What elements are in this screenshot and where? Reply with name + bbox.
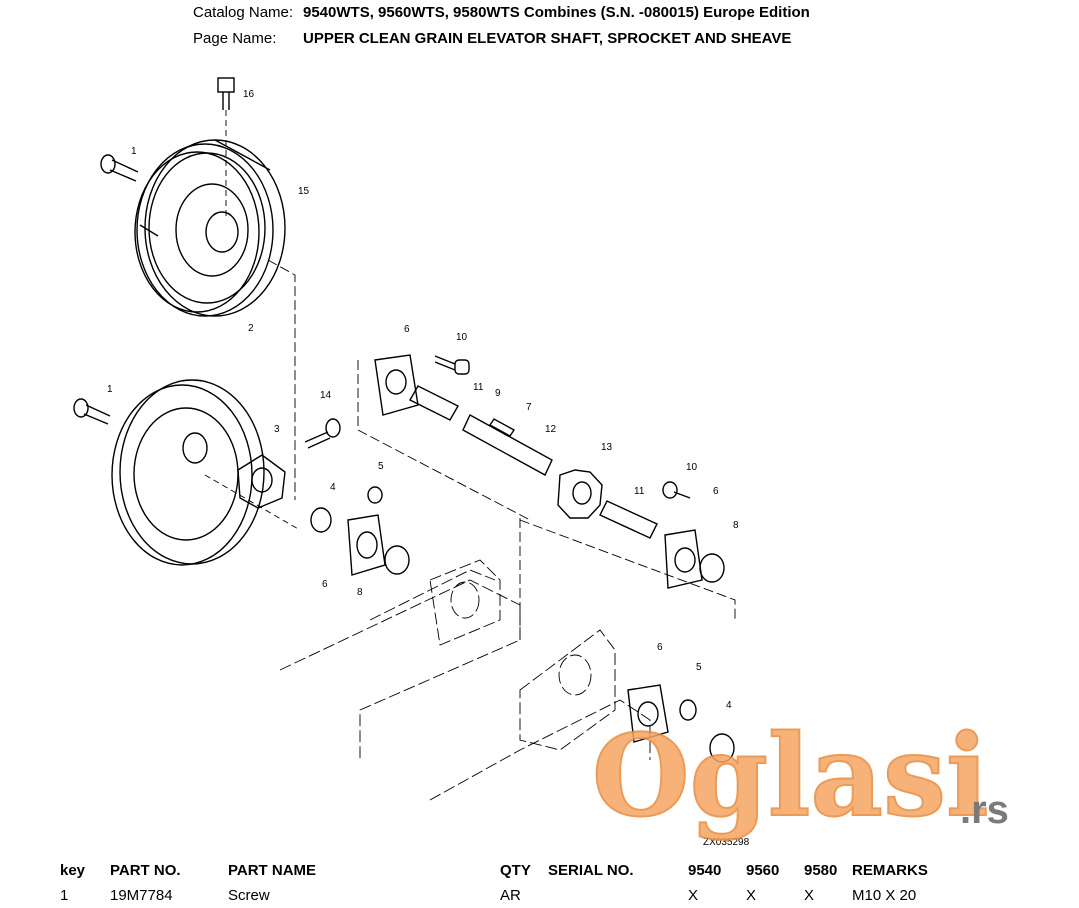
cell-serial-no (548, 883, 688, 907)
callout-8-right: 8 (733, 520, 739, 531)
figure-id: ZX035298 (703, 837, 750, 848)
watermark-suffix: .rs (960, 788, 1009, 832)
bolt-14-drawing (304, 418, 341, 449)
cell-remarks: M10 X 20 (852, 886, 917, 904)
catalog-name-label: Catalog Name: (193, 4, 294, 21)
col-part-name: PART NAME (228, 861, 317, 879)
page-name-label: Page Name: (193, 30, 277, 47)
callout-11-right: 11 (634, 486, 645, 497)
exploded-parts-diagram: 16 1 15 2 1 3 14 6 10 11 9 7 12 13 5 4 6… (73, 77, 1009, 848)
page-name-line: Page Name: UPPER CLEAN GRAIN ELEVATOR SHA… (193, 30, 791, 47)
callout-12: 12 (545, 424, 557, 435)
callout-13: 13 (601, 442, 613, 453)
col-9560: 9560 (746, 861, 780, 879)
catalog-name-value: 9540WTS, 9560WTS, 9580WTS Combines (S.N.… (303, 4, 810, 21)
col-part-no: PART NO. (110, 861, 181, 879)
right-bearing-assembly-drawing (519, 481, 736, 640)
col-serial-no: SERIAL NO. (548, 861, 634, 879)
callout-10-upper: 10 (456, 332, 468, 343)
col-9580: 9580 (804, 861, 838, 879)
callout-6-left: 6 (322, 579, 328, 590)
cell-part-no: 19M7784 (110, 886, 173, 904)
callout-labels: 16 1 15 2 1 3 14 6 10 11 9 7 12 13 5 4 6… (107, 89, 750, 848)
oglasi-watermark: Oglasi .rs (591, 710, 1009, 843)
cell-part-name: Screw (228, 886, 270, 904)
parts-table: key PART NO. PART NAME QTY SERIAL NO. 95… (60, 857, 962, 907)
callout-16: 16 (243, 89, 255, 100)
catalog-name-line: Catalog Name: 9540WTS, 9560WTS, 9580WTS C… (193, 4, 810, 21)
left-bearing-assembly-drawing (310, 486, 410, 576)
callout-1-lower: 1 (107, 384, 113, 395)
sprocket-13-drawing (557, 469, 603, 519)
bolt-1-top-drawing (100, 154, 139, 182)
frame-phantom-drawing (279, 559, 651, 801)
col-key: key (60, 861, 86, 879)
callout-3: 3 (274, 424, 280, 435)
callout-5-left: 5 (378, 461, 384, 472)
callout-7: 7 (526, 402, 532, 413)
watermark-brand: Oglasi (592, 711, 989, 842)
table-row: 1 19M7784 Screw AR X X X M10 X 20 (60, 883, 962, 907)
callout-4-left: 4 (330, 482, 336, 493)
callout-5-lower: 5 (696, 662, 702, 673)
callout-8-left: 8 (357, 587, 363, 598)
page-name-value: UPPER CLEAN GRAIN ELEVATOR SHAFT, SPROCK… (303, 30, 792, 47)
callout-14: 14 (320, 390, 332, 401)
sheave-15-drawing (134, 139, 286, 317)
callout-6-lower: 6 (657, 642, 663, 653)
callout-6-right: 6 (713, 486, 719, 497)
callout-1: 1 (131, 146, 137, 157)
upper-flange-drawing (357, 354, 531, 521)
callout-9: 9 (495, 388, 501, 399)
col-qty: QTY (500, 861, 531, 879)
callout-4-lower: 4 (726, 700, 732, 711)
callout-10-right: 10 (686, 462, 698, 473)
callout-2: 2 (248, 323, 254, 334)
cell-9540: X (688, 886, 699, 904)
cell-qty: AR (500, 886, 521, 904)
callout-11-upper: 11 (473, 382, 484, 393)
callout-15: 15 (298, 186, 310, 197)
parts-table-header: key PART NO. PART NAME QTY SERIAL NO. 95… (60, 857, 962, 883)
shaft-12-drawing (409, 385, 553, 476)
callout-6-upper: 6 (404, 324, 410, 335)
bolt-16-drawing (217, 77, 235, 220)
cell-9560: X (746, 886, 757, 904)
cell-9580: X (804, 886, 815, 904)
col-9540: 9540 (688, 861, 722, 879)
hub-3-drawing (237, 454, 286, 509)
lower-bearing-assembly-drawing (627, 684, 735, 763)
cell-key: 1 (60, 886, 69, 904)
col-remarks: REMARKS (852, 861, 928, 879)
sheave-2-drawing (111, 379, 301, 566)
bolt-1-lower-drawing (73, 398, 111, 425)
